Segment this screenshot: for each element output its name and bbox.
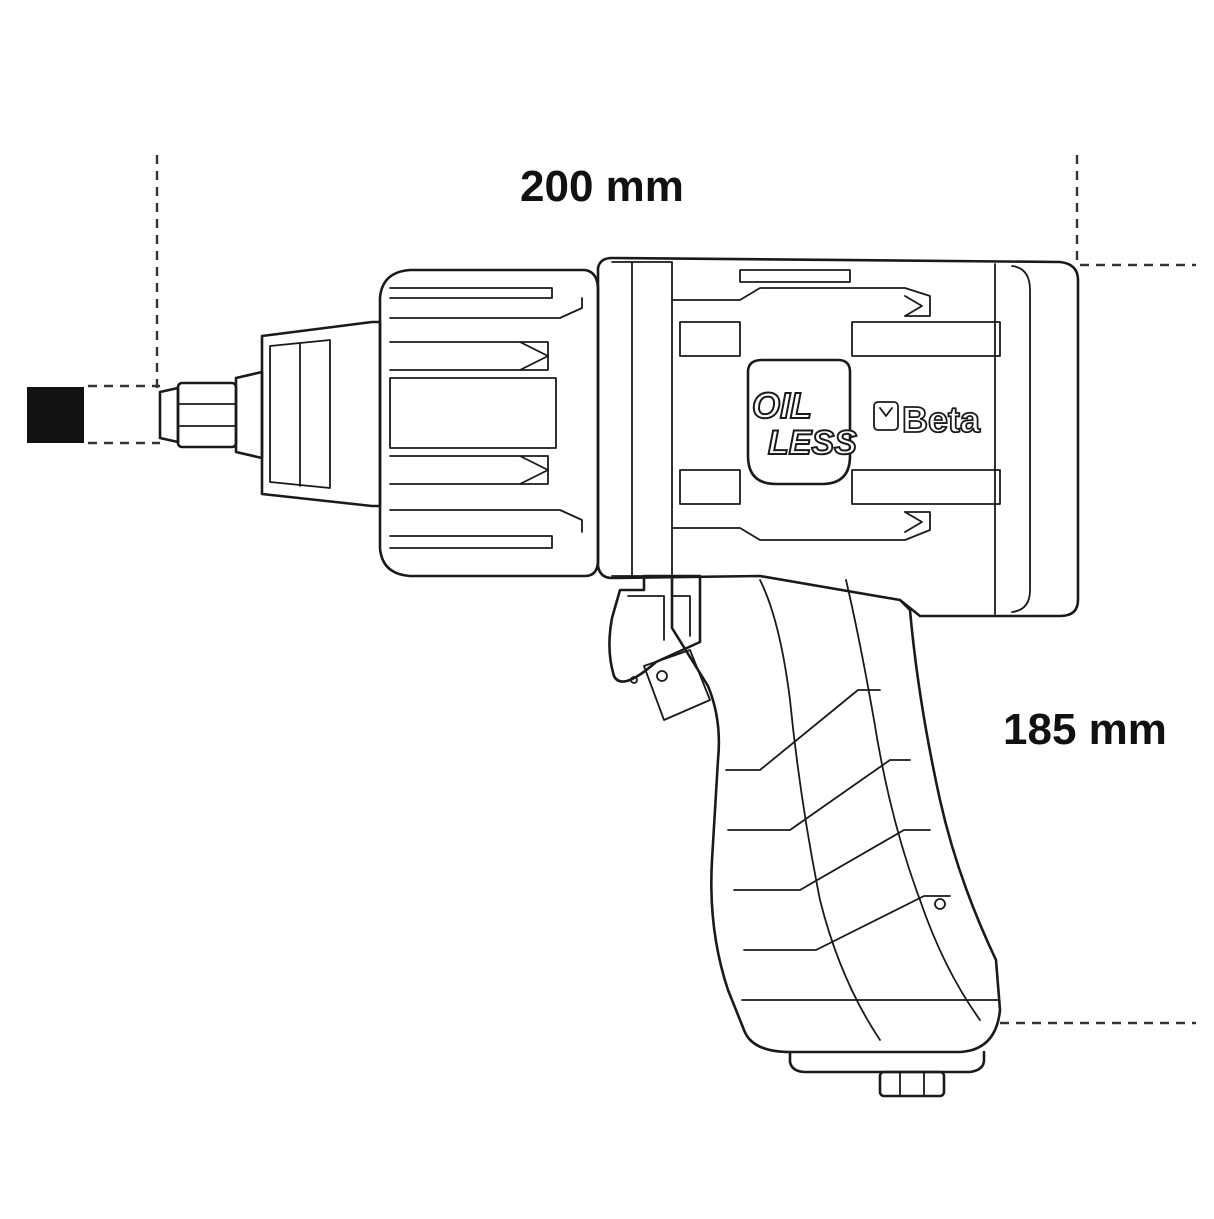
logo-line1: OIL — [752, 385, 812, 426]
nose-housing — [260, 320, 382, 508]
grip-screw-icon — [934, 898, 946, 910]
anvil — [158, 370, 264, 460]
trigger — [608, 574, 711, 721]
brand-name: Beta — [902, 399, 981, 440]
oil-less-badge: OIL LESS — [746, 358, 858, 486]
socket-square — [27, 387, 84, 443]
width-dimension-label: 200 mm — [520, 162, 684, 211]
motor-housing — [596, 256, 1080, 618]
beta-brand: Beta — [873, 398, 982, 441]
air-inlet-fitting — [878, 1070, 946, 1098]
trigger-pin-icon — [630, 676, 638, 684]
logo-line2: LESS — [768, 424, 857, 462]
trigger-pivot-icon — [656, 670, 668, 682]
beta-logo-icon — [873, 401, 899, 431]
grip — [670, 574, 1002, 1074]
dimension-guides — [88, 155, 1196, 1025]
hammer-case — [378, 268, 600, 578]
height-dimension-label: 185 mm — [1003, 705, 1167, 754]
